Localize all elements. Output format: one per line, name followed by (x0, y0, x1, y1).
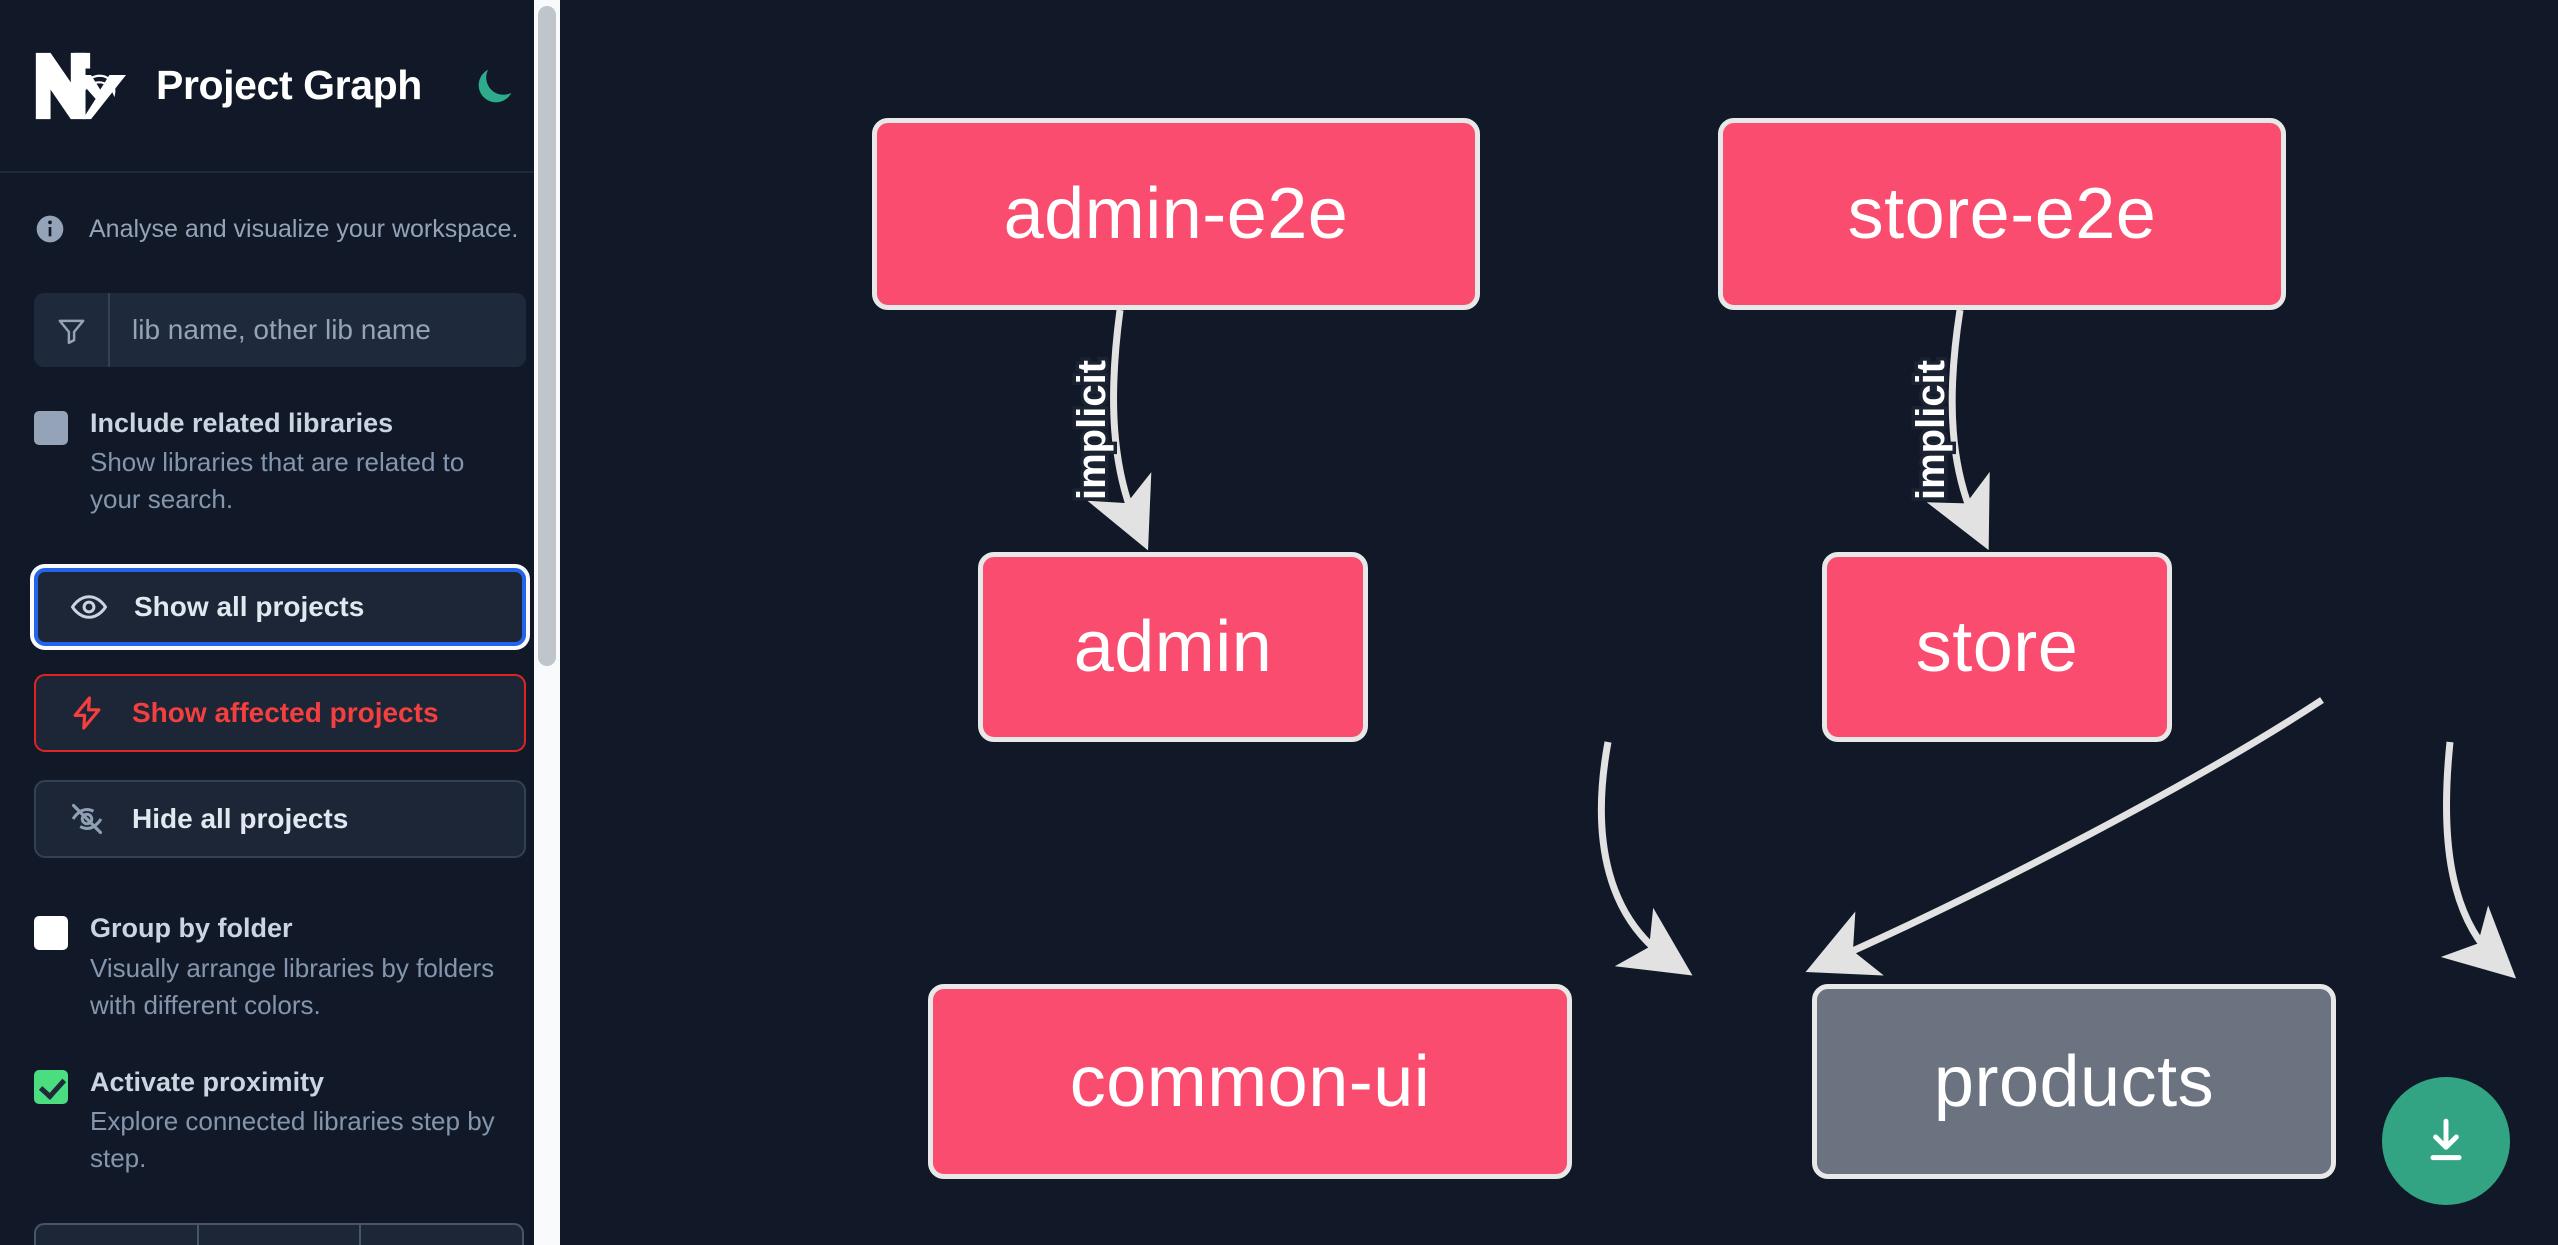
projects-button-group: Show all projects Show affected projects… (0, 568, 560, 859)
download-icon (2430, 1118, 2462, 1161)
sidebar-header: Project Graph (0, 0, 560, 173)
activate-proximity-label: Activate proximity (90, 1066, 325, 1097)
graph-node-products[interactable]: products (1812, 984, 2336, 1179)
graph-node-label: store-e2e (1847, 174, 2157, 254)
search-input[interactable] (110, 293, 526, 367)
nx-logo-icon (35, 52, 126, 119)
group-by-folder-description: Visually arrange libraries by folders wi… (90, 952, 495, 1020)
sidebar-tagline: Analyse and visualize your workspace. (0, 173, 560, 245)
graph-node-store[interactable]: store (1822, 552, 2172, 742)
show-affected-projects-label: Show affected projects (132, 697, 439, 729)
info-icon (36, 215, 64, 243)
edge-admin-to-common-ui (1597, 741, 1693, 976)
include-related-libraries-checkbox[interactable] (34, 411, 68, 445)
sidebar: Project Graph Analyse and visualize your… (0, 0, 560, 1245)
edge-store-to-products (2440, 741, 2517, 979)
proximity-segment-3[interactable] (361, 1225, 522, 1245)
download-graph-button[interactable] (2382, 1077, 2510, 1205)
sidebar-scrollbar[interactable] (534, 0, 560, 1245)
checkbox-include-related-libraries[interactable]: Include related libraries Show libraries… (0, 405, 560, 518)
activate-proximity-description: Explore connected libraries step by step… (90, 1105, 495, 1173)
show-affected-projects-button[interactable]: Show affected projects (34, 674, 526, 753)
eye-icon (70, 595, 108, 620)
eye-off-icon (71, 804, 103, 835)
graph-node-label: admin (1073, 607, 1273, 687)
svg-text:implicit: implicit (1070, 360, 1114, 500)
checkbox-group-by-folder[interactable]: Group by folder Visually arrange librari… (0, 910, 560, 1023)
include-related-libraries-description: Show libraries that are related to your … (90, 447, 465, 515)
include-related-libraries-label: Include related libraries (90, 408, 394, 438)
hide-all-projects-label: Hide all projects (132, 803, 349, 835)
show-all-projects-label: Show all projects (134, 591, 365, 623)
group-by-folder-label: Group by folder (90, 913, 293, 944)
moon-icon[interactable] (472, 63, 518, 109)
sidebar-tagline-text: Analyse and visualize your workspace. (89, 214, 519, 243)
edge-label-implicit-store: implicit (1906, 356, 1957, 503)
svg-text:implicit: implicit (1909, 360, 1953, 500)
graph-node-label: products (1933, 1041, 2215, 1122)
graph-node-label: admin-e2e (1003, 174, 1349, 254)
funnel-icon (58, 319, 84, 344)
funnel-icon-container (34, 293, 110, 367)
edge-store-to-common-ui (1805, 697, 2324, 976)
graph-node-admin-e2e[interactable]: admin-e2e (872, 118, 1480, 310)
lightning-bolt-icon (73, 696, 101, 730)
show-all-projects-button[interactable]: Show all projects (34, 568, 526, 647)
activate-proximity-checkbox[interactable] (34, 1069, 68, 1104)
graph-node-label: store (1915, 607, 2079, 687)
hide-all-projects-button[interactable]: Hide all projects (34, 780, 526, 859)
search-field[interactable] (34, 293, 526, 367)
edge-store-e2e-to-store (1926, 309, 1990, 551)
group-by-folder-checkbox[interactable] (34, 916, 68, 951)
checkbox-activate-proximity[interactable]: Activate proximity Explore connected lib… (0, 1064, 560, 1177)
proximity-segmented-control[interactable] (34, 1223, 524, 1245)
graph-edges: implicit implicit (1067, 309, 2517, 979)
page-title: Project Graph (156, 62, 422, 108)
graph-node-label: common-ui (1069, 1041, 1431, 1122)
proximity-segment-2[interactable] (199, 1225, 362, 1245)
sidebar-scrollbar-thumb[interactable] (538, 6, 556, 666)
edge-admin-e2e-to-admin (1087, 309, 1152, 551)
graph-node-common-ui[interactable]: common-ui (928, 984, 1572, 1179)
graph-node-store-e2e[interactable]: store-e2e (1718, 118, 2286, 310)
edge-label-implicit-admin: implicit (1067, 356, 1118, 503)
graph-canvas[interactable]: implicit implicit admin-e2e store-e2e ad… (560, 0, 2558, 1245)
proximity-segment-1[interactable] (36, 1225, 199, 1245)
graph-node-admin[interactable]: admin (978, 552, 1368, 742)
